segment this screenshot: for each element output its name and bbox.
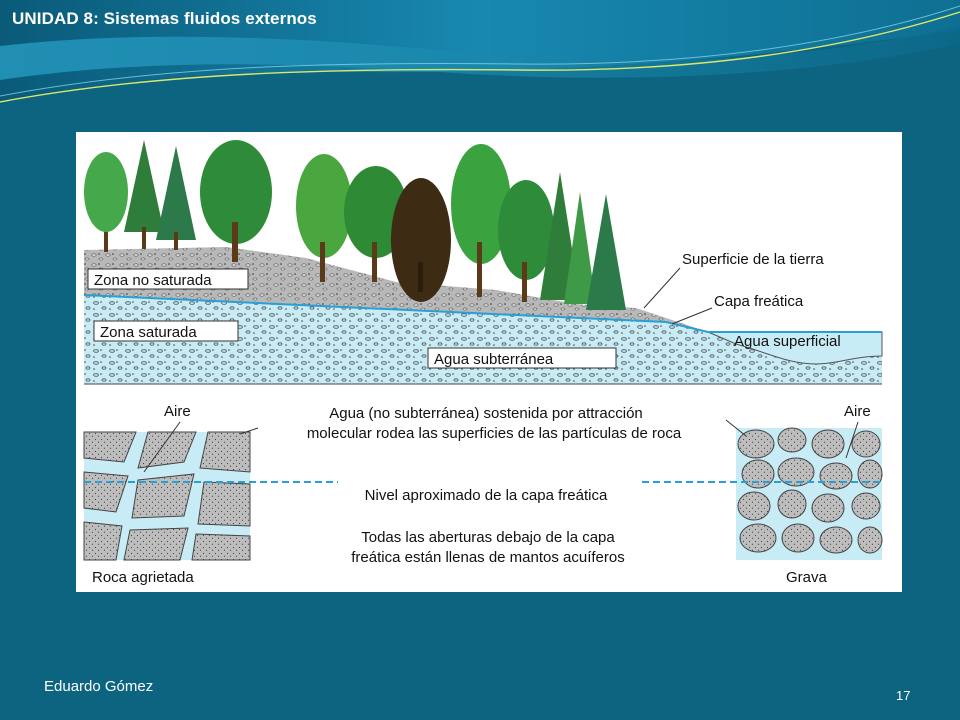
label-zona-no-saturada: Zona no saturada (94, 272, 212, 289)
saturated-zone (84, 295, 882, 384)
label-aire-left: Aire (164, 403, 191, 420)
label-capa-freatica: Capa freática (714, 293, 804, 310)
label-agua-subterranea: Agua subterránea (434, 351, 554, 368)
trees (84, 140, 626, 310)
label-roca-agrietada: Roca agrietada (92, 569, 194, 586)
surface-water (707, 331, 883, 365)
label-agua-sostenida-2: molecular rodea las superficies de las p… (307, 425, 682, 442)
label-aberturas-1: Todas las aberturas debajo de la capa (361, 529, 615, 546)
label-grava: Grava (786, 569, 828, 586)
label-nivel-aproximado: Nivel aproximado de la capa freática (365, 487, 608, 504)
label-aire-right: Aire (844, 403, 871, 420)
label-zona-saturada: Zona saturada (100, 324, 197, 341)
author-name: Eduardo Gómez (44, 678, 154, 695)
page-number: 17 (896, 688, 911, 703)
label-agua-superficial: Agua superficial (734, 333, 841, 350)
slide-title: UNIDAD 8: Sistemas fluidos externos (12, 9, 317, 28)
gravel-panel (736, 427, 883, 560)
label-agua-sostenida-1: Agua (no subterránea) sostenida por attr… (329, 405, 643, 422)
label-aberturas-2: freática están llenas de mantos acuífero… (351, 549, 625, 566)
label-superficie-tierra: Superficie de la tierra (682, 251, 824, 268)
water-table-line (83, 294, 882, 333)
cracked-rock-panel (83, 431, 251, 561)
unsaturated-soil (84, 247, 708, 332)
header-banner (0, 0, 960, 120)
groundwater-diagram: Zona no saturada Zona saturada Agua subt… (76, 132, 902, 592)
